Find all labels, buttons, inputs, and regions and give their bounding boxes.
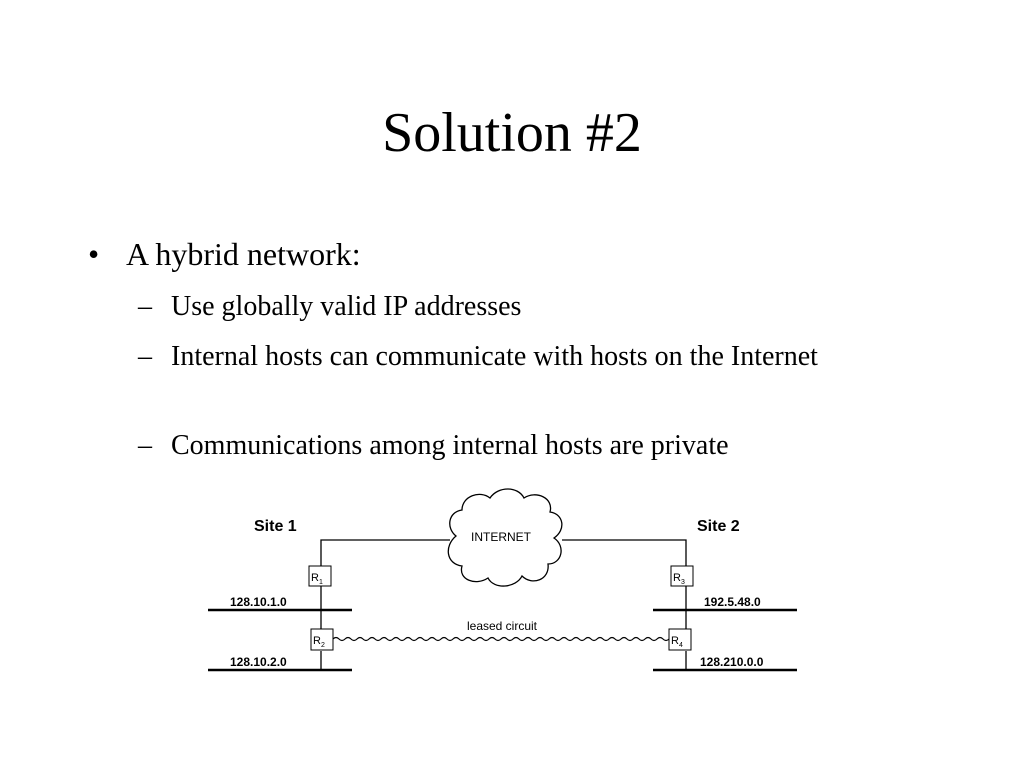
- dash-icon: –: [138, 341, 152, 372]
- dash-icon: –: [138, 430, 152, 461]
- router-r4: R4: [668, 628, 692, 651]
- svg-text:R4: R4: [671, 635, 683, 649]
- bullet-icon: •: [88, 236, 100, 272]
- link-site1-internet: [320, 539, 450, 566]
- network-label: 128.210.0.0: [700, 655, 764, 669]
- site1-label: Site 1: [254, 518, 297, 535]
- svg-text:R3: R3: [673, 572, 685, 586]
- dash-icon: –: [138, 291, 152, 322]
- bullet-text: A hybrid network:: [126, 236, 361, 272]
- sub-bullet-text: Internal hosts can communicate with host…: [171, 341, 818, 372]
- bullet-list: • A hybrid network: – Use globally valid…: [88, 236, 818, 461]
- sub-bullet-text: Communications among internal hosts are …: [171, 430, 729, 461]
- internet-cloud-icon: [447, 488, 563, 587]
- network-label: 192.5.48.0: [704, 595, 761, 609]
- network-diagram: R1 R2 R3 R4 Site 1 Site 2 INTERNET lease…: [208, 488, 797, 672]
- router-r2: R2: [310, 628, 334, 651]
- svg-text:R2: R2: [313, 635, 325, 649]
- site2-label: Site 2: [697, 518, 740, 535]
- sub-bullet-text: Use globally valid IP addresses: [171, 291, 522, 322]
- leased-circuit-link: [332, 636, 670, 642]
- link-site2-internet: [562, 539, 687, 566]
- svg-text:R1: R1: [311, 572, 323, 586]
- network-label: 128.10.2.0: [230, 655, 287, 669]
- network-label: 128.10.1.0: [230, 595, 287, 609]
- router-r1: R1: [308, 565, 332, 587]
- leased-circuit-label: leased circuit: [467, 619, 538, 633]
- slide-title: Solution #2: [382, 102, 642, 164]
- router-r3: R3: [670, 565, 694, 587]
- cloud-label: INTERNET: [471, 530, 532, 544]
